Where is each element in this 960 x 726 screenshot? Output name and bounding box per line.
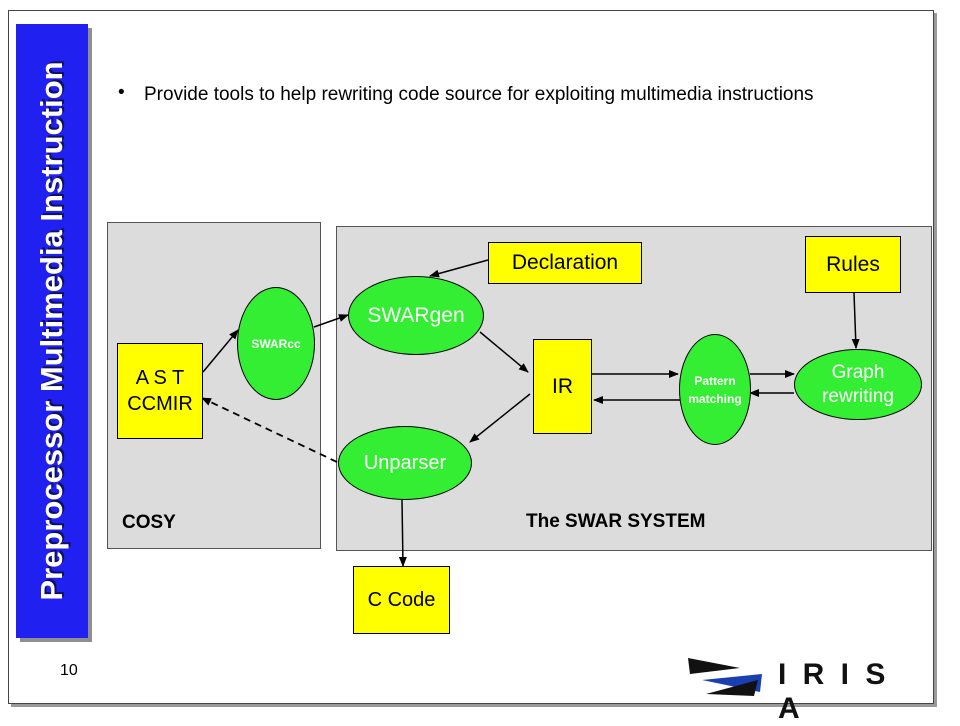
irisa-logo-mark-icon (688, 658, 762, 696)
page-number: 10 (60, 662, 78, 679)
pattern-line1: Pattern (694, 373, 736, 388)
ir-label: IR (552, 374, 573, 398)
pattern-matching-ellipse: Pattern matching (679, 334, 751, 445)
graph-line1: Graph (831, 361, 885, 383)
arrow-declaration-to-swargen (429, 259, 489, 278)
graph-line2: rewriting (822, 385, 894, 407)
arrow-rules-to-graph (851, 292, 860, 349)
irisa-logo-text: I R I S A (778, 658, 890, 725)
unparser-label: Unparser (363, 451, 447, 474)
ast-ccmir-box: A S T CCMIR (117, 343, 203, 439)
cosy-label: COSY (122, 512, 176, 533)
ir-box: IR (533, 339, 592, 434)
rules-box: Rules (805, 236, 901, 293)
swar-system-label: The SWAR SYSTEM (526, 511, 706, 532)
swarcc-label: SWARcc (251, 336, 301, 351)
arrow-unparser-to-ccode (398, 499, 407, 567)
arrow-ir-to-unparser (469, 393, 531, 443)
swarcc-ellipse: SWARcc (237, 287, 315, 400)
dashed-arrow-unparser-to-ast (201, 397, 338, 463)
ast-line2: CCMIR (127, 393, 193, 415)
graph-rewriting-ellipse: Graph rewriting (794, 349, 922, 420)
arrow-ast-to-swarcc (202, 329, 239, 373)
declaration-label: Declaration (511, 251, 619, 274)
bullet-text: Provide tools to help rewriting code sou… (144, 84, 814, 105)
ast-line1: A S T (135, 367, 185, 389)
swargen-label: SWARgen (367, 303, 465, 327)
bullet-marker: • (118, 82, 125, 103)
pattern-line2: matching (688, 391, 742, 406)
c-code-label: C Code (367, 588, 436, 611)
irisa-logo: I R I S A (688, 654, 920, 725)
arrow-swargen-to-ir (479, 331, 529, 373)
sidebar-banner: Preprocessor Multimedia Instruction (16, 24, 88, 638)
unparser-ellipse: Unparser (338, 426, 472, 500)
rules-label: Rules (826, 252, 880, 276)
c-code-box: C Code (353, 566, 450, 634)
declaration-box: Declaration (488, 242, 642, 284)
arrow-swarcc-to-swargen (313, 314, 349, 328)
swargen-ellipse: SWARgen (348, 276, 484, 355)
